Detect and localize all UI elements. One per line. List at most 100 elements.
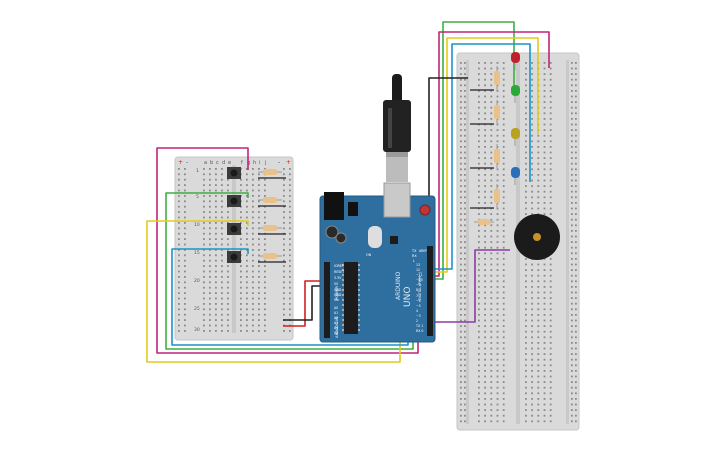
breadboard-hole: [490, 241, 493, 243]
breadboard-hole: [525, 78, 527, 81]
breadboard-hole: [264, 297, 266, 300]
breadboard-hole: [464, 308, 466, 311]
push-button[interactable]: [227, 251, 241, 263]
breadboard-hole: [575, 258, 577, 260]
breadboard-hole: [575, 213, 577, 215]
breadboard-hole: [496, 218, 499, 221]
button-ground-jumpers: [258, 177, 286, 263]
breadboard-hole: [484, 241, 486, 243]
breadboard-hole: [502, 286, 505, 288]
breadboard-hole: [478, 151, 480, 154]
breadboard-hole: [227, 324, 229, 327]
breadboard-hole: [203, 297, 205, 300]
breadboard-hole: [575, 218, 577, 221]
breadboard-hole: [496, 90, 499, 92]
breadboard-hole: [484, 84, 486, 87]
breadboard-hole: [571, 280, 573, 283]
breadboard-hole: [178, 178, 180, 181]
breadboard-hole: [531, 213, 533, 215]
led-ground-jumpers: [470, 89, 494, 209]
breadboard-hole: [209, 276, 211, 278]
breadboard-hole: [543, 308, 546, 311]
breadboard-hole: [264, 319, 266, 321]
breadboard-hole: [543, 370, 546, 372]
breadboard-hole: [502, 162, 505, 165]
rx-label: RX: [412, 254, 417, 258]
breadboard-hole: [484, 325, 486, 327]
breadboard-hole: [258, 205, 260, 208]
breadboard-hole: [490, 347, 493, 350]
breadboard-hole: [490, 291, 493, 294]
breadboard-hole: [549, 90, 552, 92]
breadboard-hole: [496, 314, 499, 316]
breadboard-hole: [460, 375, 462, 378]
push-button[interactable]: [227, 195, 241, 207]
breadboard-hole: [543, 146, 546, 148]
breadboard-hole: [502, 62, 505, 64]
breadboard-hole: [246, 297, 248, 300]
breadboard-hole: [460, 308, 462, 311]
breadboard-hole: [525, 269, 527, 271]
pin-label: A0: [334, 306, 338, 310]
breadboard-hole: [502, 213, 505, 215]
breadboard-hole: [571, 106, 573, 109]
breadboard-hole: [549, 101, 552, 103]
breadboard-hole: [543, 319, 546, 322]
breadboard-hole: [484, 398, 486, 400]
breadboard-hole: [460, 235, 462, 238]
breadboard-hole: [525, 62, 527, 64]
breadboard-hole: [537, 185, 540, 187]
breadboard-hole: [549, 134, 552, 137]
breadboard-hole: [283, 238, 285, 240]
breadboard-hole: [289, 276, 291, 278]
breadboard-hole: [215, 216, 217, 219]
breadboard-hole: [289, 265, 291, 267]
breadboard-hole: [283, 303, 285, 305]
breadboard-hole: [490, 409, 493, 411]
atmega-chip: [344, 262, 358, 334]
breadboard-hole: [525, 162, 527, 165]
reset-button[interactable]: [419, 204, 431, 216]
breadboard-hole: [221, 205, 223, 208]
breadboard-hole: [571, 235, 573, 238]
breadboard-hole: [484, 403, 486, 406]
push-button[interactable]: [227, 167, 241, 179]
resistor: [258, 197, 282, 203]
breadboard-hole: [264, 259, 266, 262]
breadboard-hole: [496, 308, 499, 311]
breadboard-hole: [246, 211, 248, 213]
breadboard-hole: [464, 330, 466, 333]
breadboard-hole: [502, 381, 505, 383]
breadboard-hole: [502, 280, 505, 283]
push-button[interactable]: [227, 223, 241, 235]
breadboard-hole: [525, 347, 527, 350]
breadboard-hole: [571, 358, 573, 361]
breadboard-hole: [478, 84, 480, 87]
breadboard-hole: [549, 392, 552, 395]
breadboard-hole: [484, 112, 486, 115]
breadboard-hole: [464, 202, 466, 204]
breadboard-hole: [531, 274, 533, 277]
breadboard-hole: [464, 213, 466, 215]
breadboard-hole: [246, 227, 248, 230]
breadboard-hole: [460, 420, 462, 423]
breadboard-hole: [531, 151, 533, 154]
col-letter: i: [259, 160, 260, 166]
breadboard-hole: [246, 216, 248, 219]
breadboard-hole: [464, 269, 466, 271]
breadboard-hole: [478, 420, 480, 423]
breadboard-hole: [575, 73, 577, 75]
breadboard-hole: [215, 238, 217, 240]
breadboard-hole: [478, 269, 480, 271]
breadboard-hole: [525, 375, 527, 378]
breadboard-hole: [289, 168, 291, 170]
breadboard-hole: [543, 168, 546, 171]
breadboard-hole: [464, 123, 466, 126]
breadboard-hole: [502, 314, 505, 316]
breadboard-hole: [525, 308, 527, 311]
breadboard-hole: [184, 281, 186, 284]
breadboard-hole: [258, 184, 260, 186]
chip-pin: [342, 294, 344, 296]
breadboard-hole: [184, 297, 186, 300]
breadboard-hole: [571, 140, 573, 143]
